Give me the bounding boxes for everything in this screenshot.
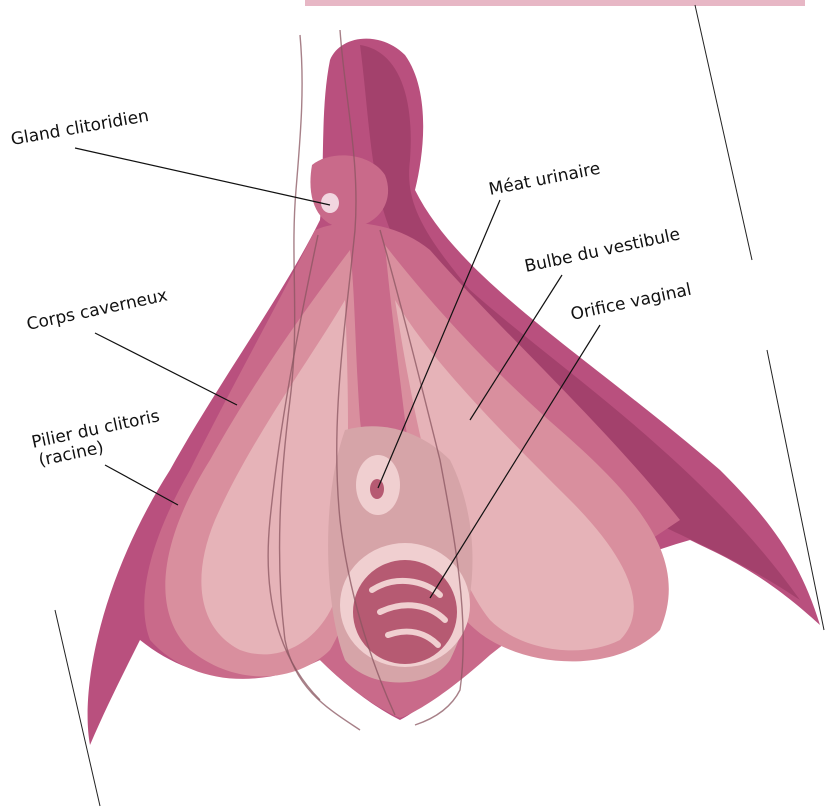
leader-corpus [95, 333, 237, 405]
urethral-meatus-inner [370, 479, 384, 499]
label-glans: Gland clitoridien [9, 106, 150, 150]
label-corpus: Corps caverneux [25, 286, 169, 335]
page-edge-right [695, 5, 752, 260]
label-meatus: Méat urinaire [487, 159, 602, 200]
label-vaginal-orifice: Orifice vaginal [569, 280, 693, 325]
label-bulb: Bulbe du vestibule [523, 224, 682, 276]
leader-glans [75, 148, 330, 205]
